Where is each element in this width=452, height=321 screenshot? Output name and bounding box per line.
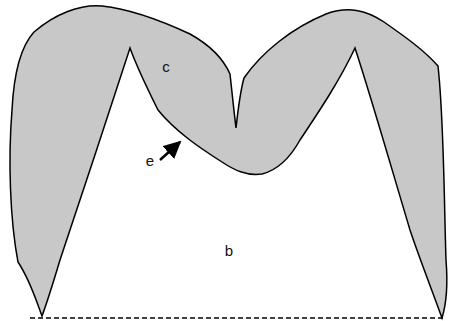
part-label: c <box>162 59 170 74</box>
part-label: b <box>225 243 233 258</box>
grey-cap-region <box>10 6 447 318</box>
leader-arrow <box>160 142 180 160</box>
dashed-base-line <box>30 317 446 319</box>
part-label: e <box>146 153 154 168</box>
